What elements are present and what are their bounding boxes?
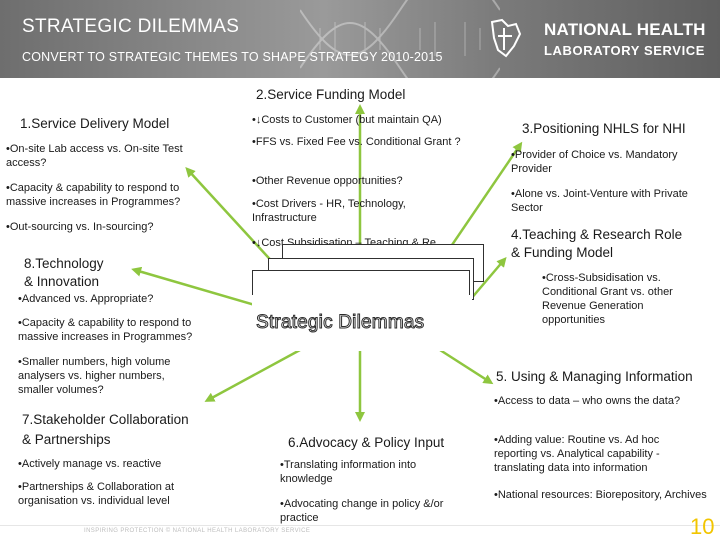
advocacy-title: 6.Advocacy & Policy Input [288, 435, 445, 450]
funding-item-2: •FFS vs. Fixed Fee vs. Conditional Grant… [252, 136, 461, 148]
funding-item-4: •Cost Drivers - HR, Technology, Infrastr… [252, 198, 406, 224]
stakeholder-title-line1: 7.Stakeholder Collaboration [22, 412, 189, 427]
technology-item-2: •Capacity & capability to respond to mas… [18, 317, 193, 343]
stakeholder-title-line2: & Partnerships [22, 432, 111, 447]
page-subtitle: CONVERT TO STRATEGIC THEMES TO SHAPE STR… [22, 50, 443, 64]
technology-item-1: •Advanced vs. Appropriate? [18, 293, 154, 305]
stakeholder-item-2: •Partnerships & Collaboration at organis… [18, 481, 175, 507]
dna-helix-icon [300, 0, 500, 78]
funding-item-1: •↓Costs to Customer (but maintain QA) [252, 114, 442, 126]
delivery-item-3: •Out-sourcing vs. In-sourcing? [6, 221, 154, 233]
arrow-information [439, 348, 494, 385]
footer-text: INSPIRING PROTECTION © NATIONAL HEALTH L… [84, 528, 311, 534]
arrow-teaching [469, 256, 507, 301]
center-box [252, 295, 472, 351]
arrow-technology [131, 266, 256, 307]
org-name-line1: NATIONAL HEALTH [544, 20, 706, 39]
org-name-line2: LABORATORY SERVICE [544, 43, 706, 58]
funding-title: 2.Service Funding Model [256, 87, 406, 102]
technology-title-line2: & Innovation [24, 274, 100, 289]
delivery-item-2: •Capacity & capability to respond to mas… [6, 182, 181, 208]
page-number: 10 [690, 514, 715, 539]
funding-item-3: •Other Revenue opportunities? [252, 175, 403, 187]
positioning-item-1: •Provider of Choice vs. Mandatory Provid… [511, 149, 678, 175]
positioning-title: 3.Positioning NHLS for NHI [522, 121, 686, 136]
information-item-2: •Adding value: Routine vs. Ad hoc report… [494, 434, 660, 474]
page-title: STRATEGIC DILEMMAS [22, 16, 240, 37]
teaching-title-line2: & Funding Model [511, 245, 614, 260]
stakeholder-item-1: •Actively manage vs. reactive [18, 458, 162, 470]
information-item-1: •Access to data – who owns the data? [494, 395, 681, 407]
footer-divider [0, 525, 720, 526]
nhls-logo-icon [490, 18, 522, 58]
header-banner: STRATEGIC DILEMMAS CONVERT TO STRATEGIC … [0, 0, 720, 78]
advocacy-item-1: •Translating information into knowledge [280, 459, 417, 485]
positioning-item-2: •Alone vs. Joint-Venture with Private Se… [511, 188, 688, 214]
delivery-title: 1.Service Delivery Model [20, 116, 170, 131]
advocacy-item-2: •Advocating change in policy &/or practi… [280, 498, 444, 524]
information-item-3: •National resources: Biorepository, Arch… [494, 489, 707, 501]
arrow-stakeholder [204, 348, 301, 402]
teaching-title-line1: 4.Teaching & Research Role [511, 227, 683, 242]
technology-title-line1: 8.Technology [24, 256, 104, 271]
center-label: Strategic Dilemmas [255, 312, 425, 334]
technology-item-3: •Smaller numbers, high volume analysers … [18, 356, 171, 396]
delivery-item-1: •On-site Lab access vs. On-site Test acc… [6, 143, 183, 169]
information-title: 5. Using & Managing Information [496, 369, 693, 384]
teaching-item-1: •Cross-Subsidisation vs. Conditional Gra… [542, 272, 673, 326]
